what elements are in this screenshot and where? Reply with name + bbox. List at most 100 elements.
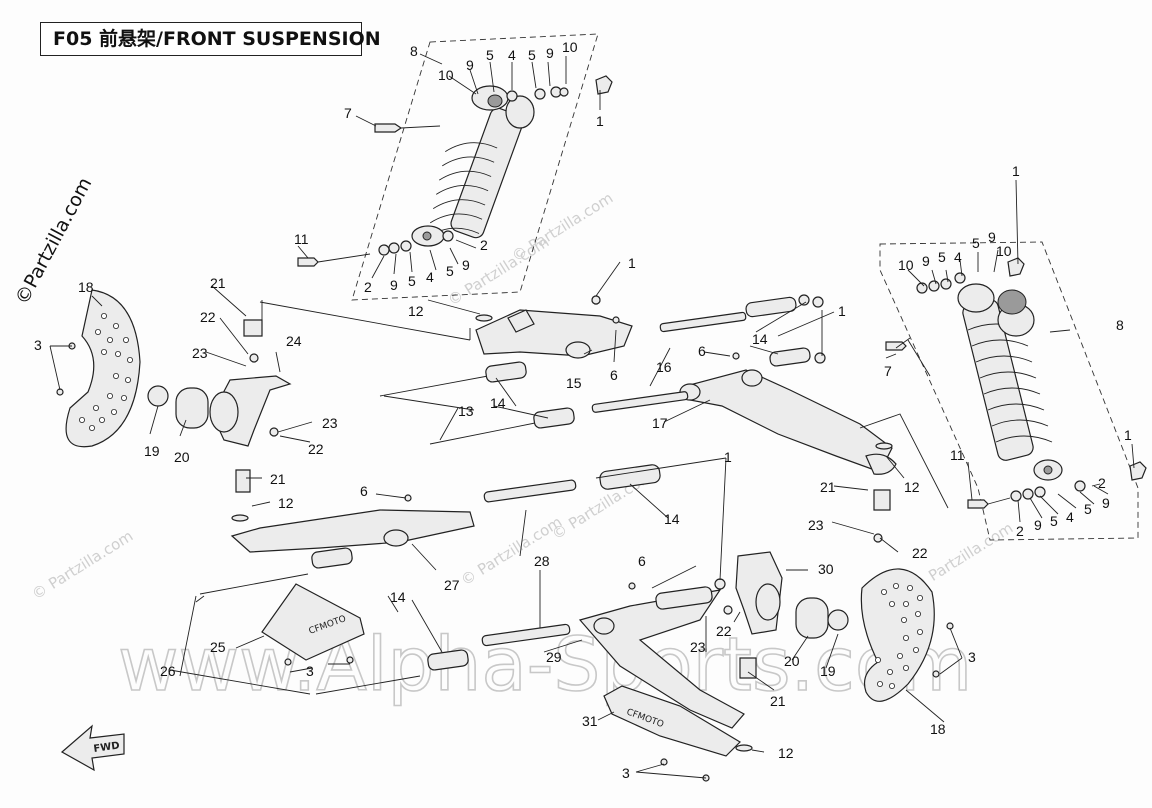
upper-pivot-shafts	[379, 294, 826, 445]
upper-a-arm-left	[475, 295, 633, 359]
disc-hole	[113, 322, 120, 329]
disc-hole	[903, 601, 910, 608]
callout: 3	[622, 765, 630, 781]
forward-arrow: FWD	[60, 724, 125, 772]
callout: 23	[192, 345, 208, 361]
shock-absorber-left	[411, 85, 535, 247]
callout: 1	[1124, 427, 1132, 443]
callout: 4	[508, 47, 516, 63]
disc-hole	[887, 669, 894, 676]
callout: 9	[466, 57, 474, 73]
callout: 9	[1034, 517, 1042, 533]
callout-numbers: 8 10 9 5 4 5 9 10 1 7 11 2 9 5 4 5 9 2 1…	[34, 39, 1132, 781]
callout: 23	[690, 639, 706, 655]
callout: 10	[562, 39, 578, 55]
callout: 14	[664, 511, 680, 527]
callout: 14	[390, 589, 406, 605]
disc-hole	[111, 408, 118, 415]
callout: 1	[1012, 163, 1020, 179]
callout: 12	[408, 303, 424, 319]
callout: 21	[820, 479, 836, 495]
callout: 1	[838, 303, 846, 319]
callout: 22	[716, 623, 732, 639]
callout: 9	[390, 277, 398, 293]
callout: 12	[778, 745, 794, 761]
callout: 6	[698, 343, 706, 359]
callout: 20	[784, 653, 800, 669]
callout: 7	[884, 363, 892, 379]
callout: 1	[724, 449, 732, 465]
callout: 22	[912, 545, 928, 561]
disc-hole	[79, 416, 86, 423]
shock-absorber-right	[957, 283, 1063, 481]
disc-hole	[903, 665, 910, 672]
skid-guard-left: CFMOTO	[261, 583, 365, 661]
callout: 9	[988, 229, 996, 245]
disc-hole	[889, 601, 896, 608]
callout: 3	[34, 337, 42, 353]
callout: 25	[210, 639, 226, 655]
callout: 2	[1016, 523, 1024, 539]
steering-knuckle-left	[175, 319, 292, 493]
callout: 12	[278, 495, 294, 511]
callout: 4	[1066, 509, 1074, 525]
callout: 19	[820, 663, 836, 679]
disc-hole	[99, 416, 106, 423]
callout: 21	[270, 471, 286, 487]
callout: 10	[898, 257, 914, 273]
disc-hole	[877, 681, 884, 688]
callout: 5	[972, 235, 980, 251]
callout: 3	[968, 649, 976, 665]
callout: 16	[656, 359, 672, 375]
callout: 22	[200, 309, 216, 325]
diagram-title: F05 前悬架/FRONT SUSPENSION	[40, 22, 381, 56]
callout: 15	[566, 375, 582, 391]
callout: 21	[210, 275, 226, 291]
callout: 3	[306, 663, 314, 679]
disc-hole	[875, 657, 882, 664]
callout: 5	[486, 47, 494, 63]
shock-group-outline-right	[879, 241, 1139, 541]
callout: 30	[818, 561, 834, 577]
callout: 6	[638, 553, 646, 569]
small-fasteners	[56, 295, 954, 782]
callout: 8	[410, 43, 418, 59]
callout: 14	[490, 395, 506, 411]
callout: 9	[546, 45, 554, 61]
callout: 7	[344, 105, 352, 121]
disc-hole	[123, 336, 130, 343]
callout: 5	[938, 249, 946, 265]
callout: 13	[458, 403, 474, 419]
callout: 5	[408, 273, 416, 289]
callout: 2	[480, 237, 488, 253]
callout: 31	[582, 713, 598, 729]
callout: 18	[930, 721, 946, 737]
disc-hole	[113, 372, 120, 379]
callout: 1	[596, 113, 604, 129]
disc-hole	[903, 635, 910, 642]
brake-disc-right	[827, 568, 935, 702]
disc-hole	[917, 595, 924, 602]
disc-hole	[95, 328, 102, 335]
callout: 6	[610, 367, 618, 383]
disc-hole	[89, 424, 96, 431]
disc-hole	[121, 394, 128, 401]
callout: 6	[360, 483, 368, 499]
disc-hole	[913, 647, 920, 654]
callout: 11	[294, 231, 309, 247]
watermark-small-5: © Partzilla.com	[29, 527, 137, 604]
callout: 5	[1050, 513, 1058, 529]
callout: 19	[144, 443, 160, 459]
disc-hole	[101, 348, 108, 355]
callout: 24	[286, 333, 302, 349]
leader-lines	[49, 53, 1135, 779]
callout: 4	[954, 249, 962, 265]
callout: 5	[446, 263, 454, 279]
callout: 14	[752, 331, 768, 347]
callout: 22	[308, 441, 324, 457]
disc-hole	[107, 392, 114, 399]
callout: 10	[438, 67, 454, 83]
callout: 8	[1116, 317, 1124, 333]
